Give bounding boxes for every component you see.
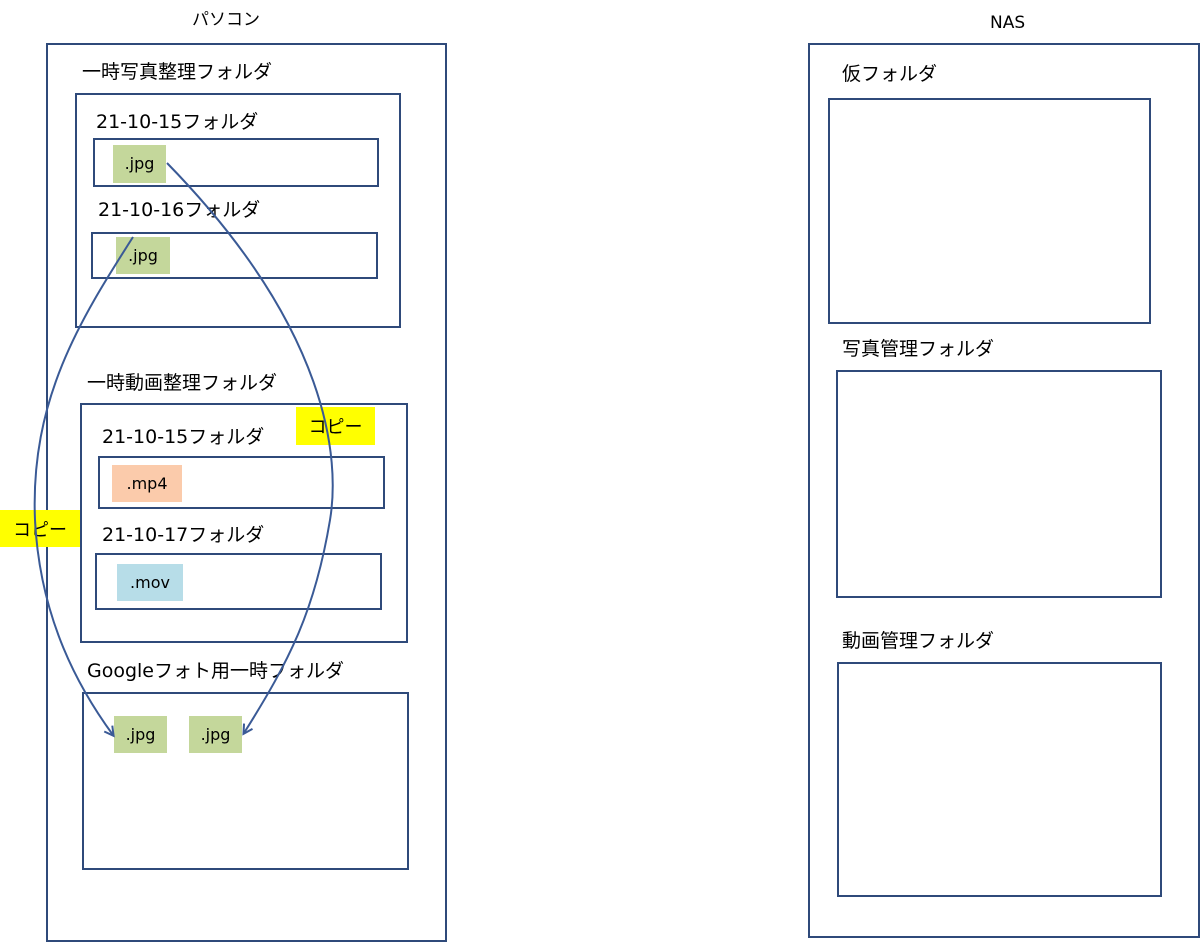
photo-subfolder-label: 21-10-15フォルダ bbox=[96, 111, 259, 133]
jpg-file: .jpg bbox=[113, 145, 166, 183]
temp-video-folder-label: 一時動画整理フォルダ bbox=[87, 372, 278, 394]
nas-folder-label: 仮フォルダ bbox=[842, 63, 938, 85]
google-temp-folder-label: Googleフォト用一時フォルダ bbox=[87, 660, 345, 682]
jpg-file: .jpg bbox=[189, 716, 242, 753]
nas-folder-label: 写真管理フォルダ bbox=[842, 338, 995, 360]
nas-title: NAS bbox=[990, 13, 1026, 33]
nas-folder-label: 動画管理フォルダ bbox=[842, 630, 995, 652]
video-subfolder-label: 21-10-17フォルダ bbox=[102, 524, 265, 546]
photo-subfolder-label: 21-10-16フォルダ bbox=[98, 199, 261, 221]
copy-label: コピー bbox=[296, 407, 375, 445]
nas-video-folder bbox=[837, 662, 1162, 897]
nas-temp-folder bbox=[828, 98, 1151, 324]
video-subfolder-label: 21-10-15フォルダ bbox=[102, 426, 265, 448]
copy-label: コピー bbox=[0, 510, 80, 547]
nas-photo-folder bbox=[836, 370, 1162, 598]
pc-title: パソコン bbox=[192, 10, 260, 30]
jpg-file: .jpg bbox=[114, 716, 167, 753]
mov-file: .mov bbox=[117, 564, 183, 601]
mp4-file: .mp4 bbox=[112, 465, 182, 502]
jpg-file: .jpg bbox=[116, 237, 170, 274]
temp-photo-folder-label: 一時写真整理フォルダ bbox=[82, 61, 273, 83]
